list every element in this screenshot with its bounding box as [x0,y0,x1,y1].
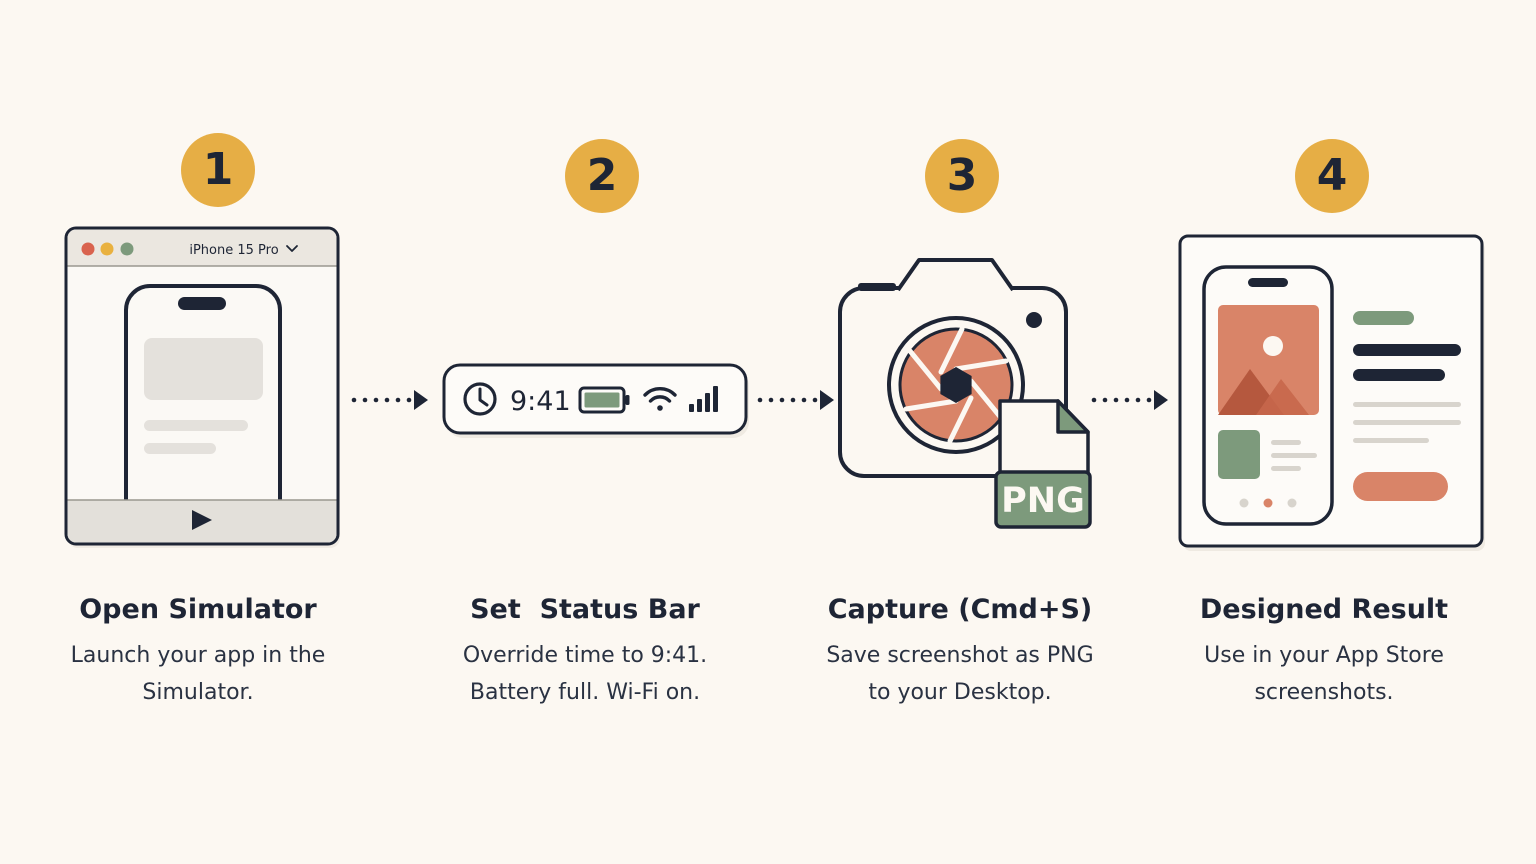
png-file-icon: PNG [994,399,1092,529]
step-3-badge: 3 [925,139,999,213]
play-icon [192,510,212,530]
step-4-desc-line-2: screenshots. [1254,680,1394,705]
step-1-desc-line-2: Simulator. [142,680,254,705]
dotted-arrow-1 [351,390,428,410]
battery-icon [578,386,630,414]
chevron-down-icon [286,245,298,252]
step-3-desc-line-2: to your Desktop. [868,680,1052,705]
simulator-window-illustration: iPhone 15 Pro [64,226,340,548]
step-4-caption: Designed Result Use in your App Store sc… [1154,593,1494,711]
camera-capture-illustration: PNG [838,258,1092,529]
step-3-description: Save screenshot as PNG to your Desktop. [790,637,1130,711]
signal-icon [689,386,718,412]
step-1-badge: 1 [181,133,255,207]
step-2-description: Override time to 9:41. Battery full. Wi-… [415,637,755,711]
dotted-arrow-3 [1091,390,1168,410]
zoom-traffic-light-icon [120,242,134,256]
image-icon [1218,305,1319,415]
wifi-icon [643,387,677,411]
step-2-desc-line-1: Override time to 9:41. [462,643,708,668]
step-1-description: Launch your app in the Simulator. [28,637,368,711]
device-selector-label: iPhone 15 Pro [189,243,278,258]
step-4-badge: 4 [1295,139,1369,213]
step-1-title: Open Simulator [79,594,317,625]
close-traffic-light-icon [81,242,95,256]
status-bar-illustration: 9:41 [442,363,749,438]
designed-result-illustration [1178,234,1485,551]
step-1-desc-line-1: Launch your app in the [70,643,326,668]
step-4-description: Use in your App Store screenshots. [1154,637,1494,711]
step-3-title: Capture (Cmd+S) [827,594,1093,625]
step-1-caption: Open Simulator Launch your app in the Si… [28,593,368,711]
step-4-title: Designed Result [1199,594,1449,625]
step-4-desc-line-1: Use in your App Store [1204,643,1444,668]
clock-icon [463,382,497,416]
minimize-traffic-light-icon [100,242,114,256]
dotted-arrow-2 [757,390,834,410]
step-2-badge: 2 [565,139,639,213]
step-2-title: Set Status Bar [470,594,700,625]
step-2-desc-line-2: Battery full. Wi-Fi on. [469,680,701,705]
status-time: 9:41 [510,386,571,417]
step-3-desc-line-1: Save screenshot as PNG [826,643,1094,668]
png-file-label: PNG [1001,481,1085,521]
step-3-caption: Capture (Cmd+S) Save screenshot as PNG t… [790,593,1130,711]
step-2-caption: Set Status Bar Override time to 9:41. Ba… [415,593,755,711]
